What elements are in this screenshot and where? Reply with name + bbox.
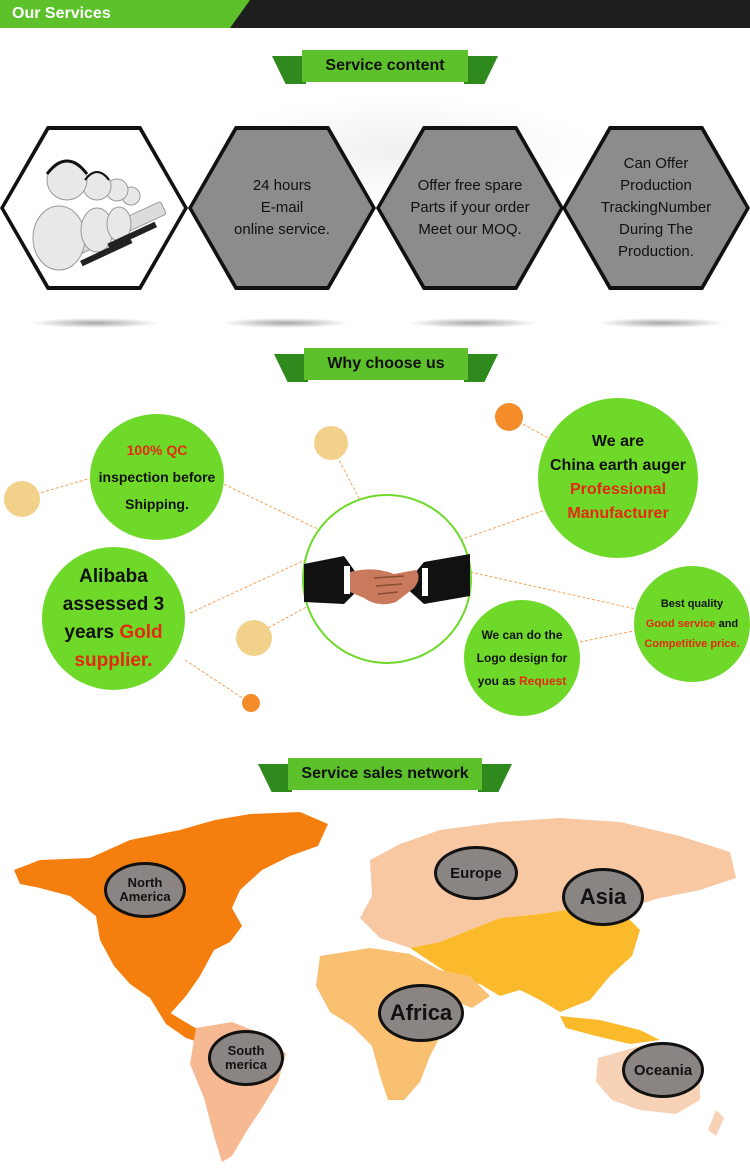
section-title: Why choose us <box>304 348 468 380</box>
manufacturer-circle: We are China earth auger Professional Ma… <box>538 398 698 558</box>
hexagon-email-service: 24 hours E-mail online service. <box>188 126 376 290</box>
ribbon-wing-right <box>478 764 512 792</box>
qc-inspection-circle: 100% QC inspection before Shipping. <box>90 414 224 540</box>
decorative-dot <box>314 426 348 460</box>
ribbon-wing-left <box>258 764 292 792</box>
hexagon-text: Offer free spare Parts if your order Mee… <box>410 177 530 238</box>
section-ribbon-sales-network: Service sales network <box>258 758 512 794</box>
decorative-dot <box>236 620 272 656</box>
world-map <box>14 812 736 1162</box>
ribbon-wing-right <box>464 56 498 84</box>
section-title: Service content <box>302 50 468 82</box>
hexagon-shadow <box>220 318 350 328</box>
hexagon-shadow <box>596 318 726 328</box>
best-quality-circle: Best quality Good service and Competitiv… <box>634 566 750 682</box>
ribbon-wing-left <box>272 56 306 84</box>
hexagon-support-image <box>0 126 188 290</box>
handshake-circle <box>302 494 472 664</box>
ribbon-wing-left <box>274 354 308 382</box>
section-ribbon-why-choose: Why choose us <box>274 348 498 384</box>
alibaba-gold-supplier-circle: Alibaba assessed 3 years Gold supplier. <box>42 547 185 690</box>
hexagon-inner <box>4 130 184 286</box>
decorative-dot <box>4 481 40 517</box>
header-green-tab <box>0 0 250 28</box>
section-ribbon-service-content: Service content <box>272 50 498 86</box>
hexagon-text: Can Offer Production TrackingNumber Duri… <box>600 155 712 260</box>
hexagon-text: 24 hours E-mail online service. <box>234 177 330 238</box>
logo-design-circle: We can do the Logo design for you as Req… <box>464 600 580 716</box>
region-bubble-europe: Europe <box>434 846 518 900</box>
handshake-icon <box>304 554 470 605</box>
hexagon-shadow <box>30 318 160 328</box>
call-center-agents-illustration <box>32 159 167 271</box>
region-bubble-asia: Asia <box>562 868 644 926</box>
decorative-dot <box>495 403 523 431</box>
decorative-dot <box>242 694 260 712</box>
ribbon-wing-right <box>464 354 498 382</box>
region-bubble-oceania: Oceania <box>622 1042 704 1098</box>
hexagon-shadow <box>408 318 538 328</box>
region-bubble-africa: Africa <box>378 984 464 1042</box>
section-title: Service sales network <box>288 758 482 790</box>
page-title: Our Services <box>12 5 111 22</box>
